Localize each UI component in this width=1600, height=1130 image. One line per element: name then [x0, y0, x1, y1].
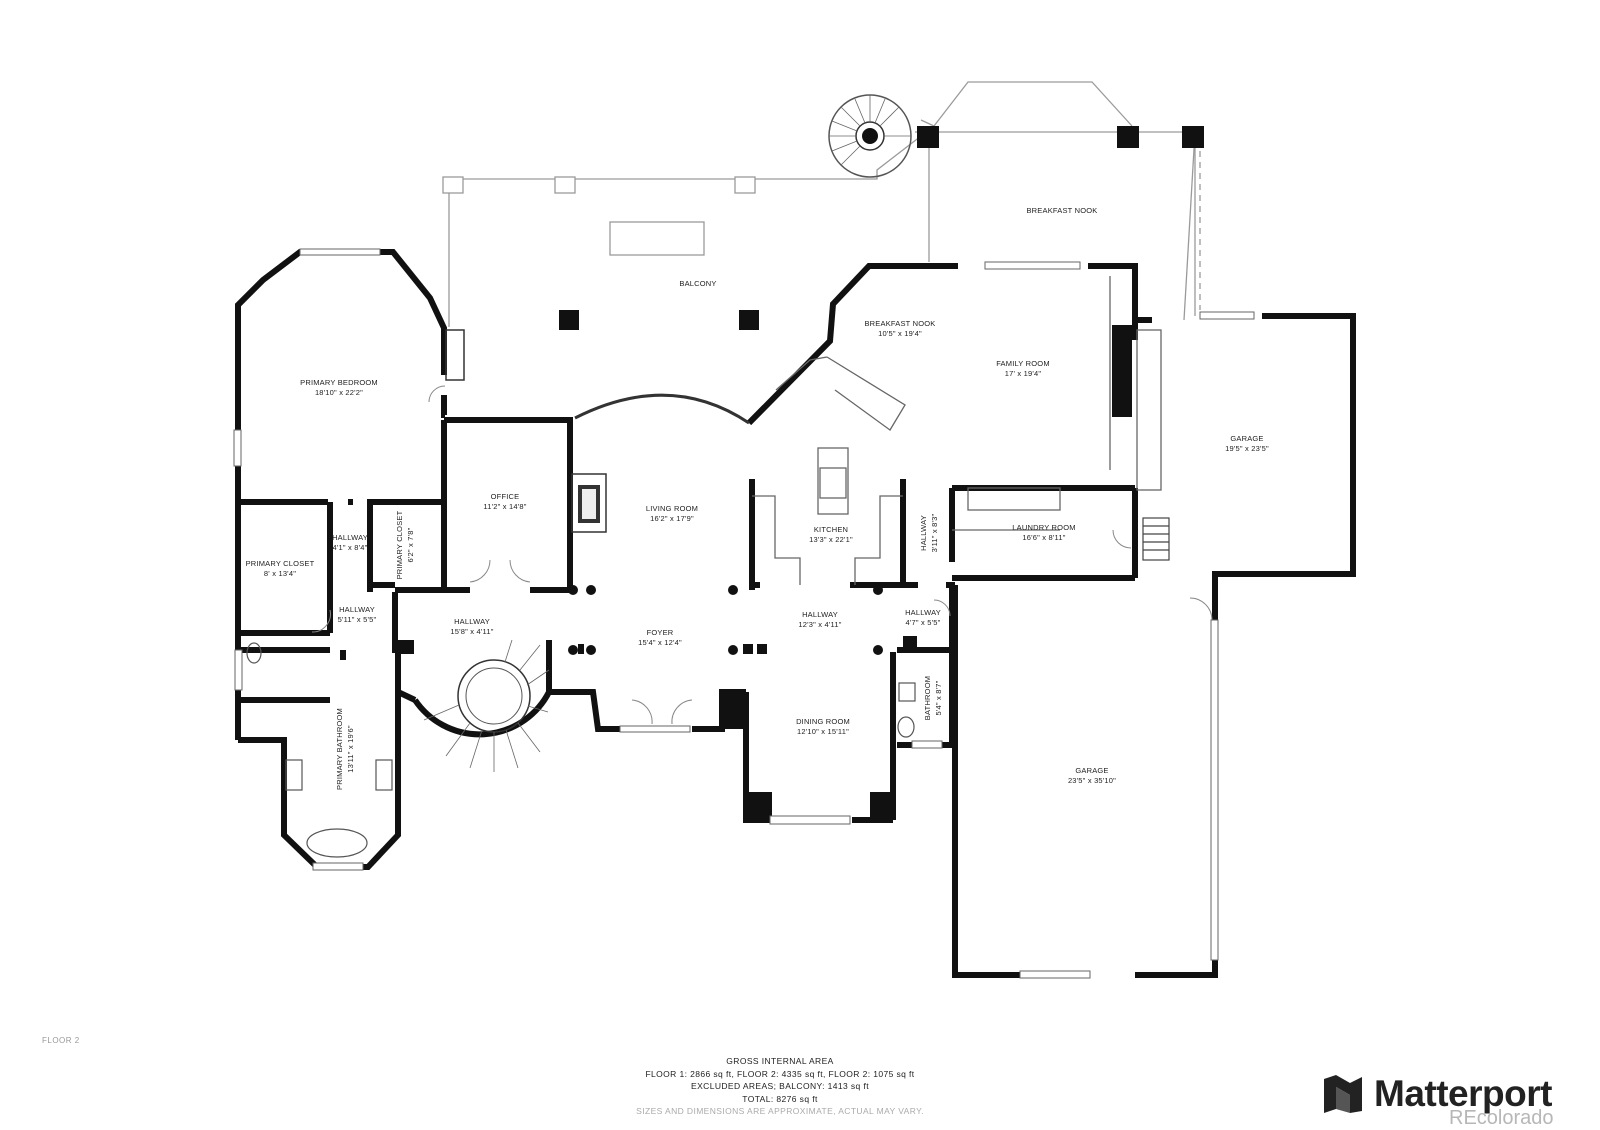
room-name-hallway-3: HALLWAY [454, 617, 490, 626]
room-dims-breakfast-nook: 10'5" x 19'4" [878, 329, 922, 338]
balcony-pillars [559, 126, 1204, 330]
room-name-office: OFFICE [491, 492, 520, 501]
area-summary-disclaimer: SIZES AND DIMENSIONS ARE APPROXIMATE, AC… [636, 1106, 924, 1116]
room-dims-primary-closet: 8' x 13'4" [264, 569, 296, 578]
living-room-features [445, 329, 750, 533]
room-dims-hallway-1: 4'1" x 8'4" [333, 543, 368, 552]
room-name-hallway-1: HALLWAY [332, 533, 368, 542]
watermark: REcolorado [1449, 1107, 1554, 1129]
room-name-dining-room: DINING ROOM [796, 717, 850, 726]
room-name-bathroom: BATHROOM [923, 676, 932, 720]
room-dims-foyer: 15'4" x 12'4" [638, 638, 682, 647]
room-name-breakfast-nook: BREAKFAST NOOK [864, 319, 935, 328]
area-summary-heading: GROSS INTERNAL AREA [726, 1056, 834, 1066]
room-name-primary-bedroom: PRIMARY BEDROOM [300, 378, 378, 387]
room-dims-garage-2: 23'5" x 35'10" [1068, 776, 1116, 785]
room-dims-office: 11'2" x 14'8" [483, 502, 526, 511]
garage-steps [1142, 517, 1170, 561]
bath-fixtures [246, 642, 916, 858]
room-name-garage-1: GARAGE [1230, 434, 1263, 443]
room-name-hallway-4: HALLWAY [802, 610, 838, 619]
room-name-breakfast-nook-upper: BREAKFAST NOOK [1026, 206, 1097, 215]
area-summary-floors: FLOOR 1: 2866 sq ft, FLOOR 2: 4335 sq ft… [645, 1068, 915, 1079]
room-dims-primary-closet-2: 6'2" x 7'8" [406, 527, 415, 562]
room-name-hallway-kitchen: HALLWAY [919, 515, 928, 551]
walls [235, 249, 1356, 978]
room-dims-living-room: 16'2" x 17'9" [650, 514, 694, 523]
matterport-logo-icon [1324, 1075, 1362, 1113]
room-name-hallway-2: HALLWAY [339, 605, 375, 614]
room-name-foyer: FOYER [647, 628, 674, 637]
main-spiral-stair [412, 639, 552, 772]
room-name-primary-closet-2: PRIMARY CLOSET [395, 510, 404, 579]
room-dims-hallway-5: 4'7" x 5'5" [906, 618, 941, 627]
room-dims-dining-room: 12'10" x 15'11" [797, 727, 849, 736]
room-name-primary-bathroom: PRIMARY BATHROOM [335, 708, 344, 790]
room-dims-family-room: 17' x 19'4" [1005, 369, 1042, 378]
room-name-hallway-5: HALLWAY [905, 608, 941, 617]
floor-label: FLOOR 2 [42, 1036, 80, 1045]
foyer-columns [568, 585, 883, 655]
room-name-family-room: FAMILY ROOM [996, 359, 1050, 368]
room-name-primary-closet: PRIMARY CLOSET [246, 559, 315, 568]
balcony-outline [442, 81, 1201, 327]
room-name-living-room: LIVING ROOM [646, 504, 698, 513]
area-summary-total: TOTAL: 8276 sq ft [742, 1093, 818, 1104]
room-dims-hallway-3: 15'8" x 4'11" [450, 627, 493, 636]
room-name-kitchen: KITCHEN [814, 525, 848, 534]
windows [233, 248, 1255, 979]
room-dims-garage-1: 19'5" x 23'5" [1225, 444, 1269, 453]
wall-fills [396, 325, 1132, 820]
room-dims-primary-bathroom: 13'11" x 19'6" [346, 725, 355, 773]
brand-logo: Matterport [1322, 1073, 1552, 1115]
door-swings [311, 385, 1213, 725]
room-dims-kitchen: 13'3" x 22'1" [809, 535, 853, 544]
kitchen-fixtures [752, 276, 1162, 585]
brand-name: Matterport [1374, 1073, 1552, 1114]
room-dims-laundry-room: 16'6" x 8'11" [1022, 533, 1065, 542]
room-dims-primary-bedroom: 18'10" x 22'2" [315, 388, 363, 397]
room-dims-hallway-kitchen: 3'11" x 8'3" [930, 513, 939, 552]
room-name-garage-2: GARAGE [1075, 766, 1108, 775]
room-dims-hallway-2: 5'11" x 5'5" [338, 615, 377, 624]
room-name-balcony: BALCONY [679, 279, 716, 288]
room-labels: BALCONY BREAKFAST NOOK BREAKFAST NOOK 10… [246, 206, 1269, 790]
room-name-laundry-room: LAUNDRY ROOM [1012, 523, 1075, 532]
room-dims-hallway-4: 12'3" x 4'11" [798, 620, 841, 629]
balcony-spiral-stair [828, 94, 912, 178]
area-summary: GROSS INTERNAL AREA FLOOR 1: 2866 sq ft,… [560, 1055, 1000, 1118]
room-dims-bathroom: 5'4" x 8'7" [934, 680, 943, 715]
area-summary-excluded: EXCLUDED AREAS; BALCONY: 1413 sq ft [691, 1081, 869, 1091]
